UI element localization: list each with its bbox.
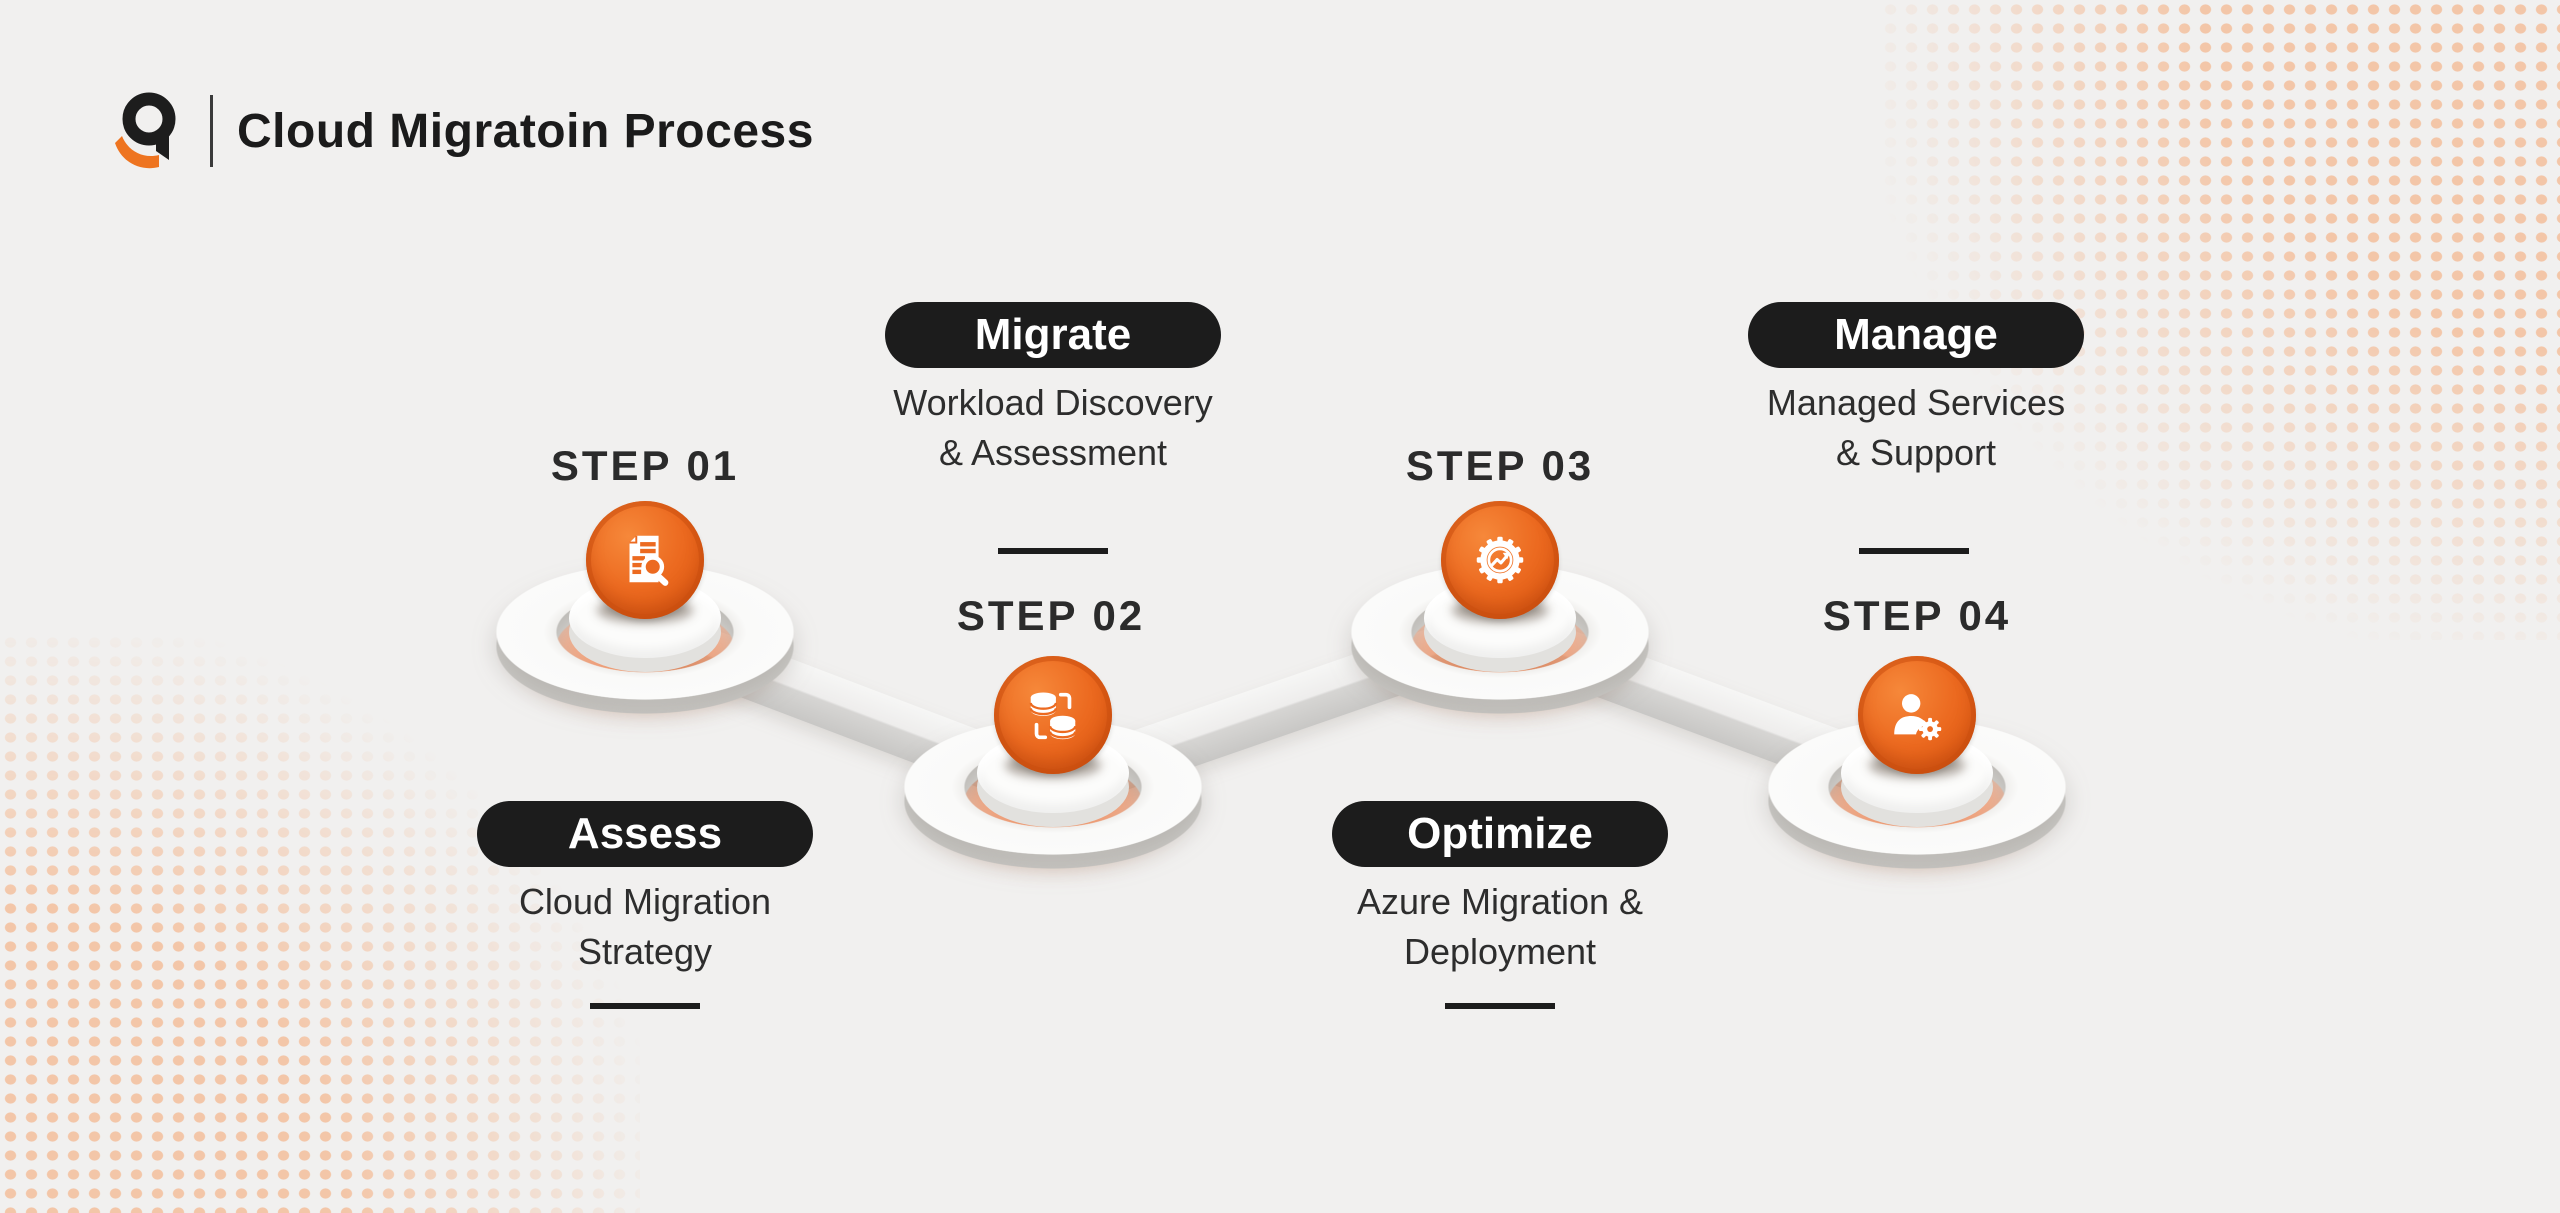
migrate-description: Workload Discovery & Assessment (893, 378, 1212, 478)
optimize-dash (1445, 1003, 1555, 1009)
step1-sphere (586, 501, 704, 619)
step4-label: STEP 04 (1822, 592, 2012, 639)
database-transfer-icon (1029, 692, 1077, 740)
step3-label: STEP 03 (1405, 442, 1595, 489)
assess-description-line2: Strategy (577, 931, 713, 972)
manage-description-line1: Managed Services (1766, 382, 2066, 423)
assess-description-line1: Cloud Migration (518, 881, 772, 922)
optimize-description-line2: Deployment (1403, 931, 1597, 972)
optimize-description: Azure Migration & Deployment (1357, 877, 1643, 977)
assess-dash (590, 1003, 700, 1009)
step1-label: STEP 01 (550, 442, 740, 489)
brand-logo-icon (115, 92, 176, 169)
step2-label: STEP 02 (956, 592, 1146, 639)
page-title: Cloud Migratoin Process (237, 104, 814, 158)
assess-description: Cloud Migration Strategy (519, 877, 771, 977)
manage-dash (1859, 548, 1969, 554)
step3-sphere (1441, 501, 1559, 619)
header: Cloud Migratoin Process (112, 88, 814, 174)
migrate-description-line1: Workload Discovery (893, 382, 1213, 423)
gear-chart-icon (1476, 536, 1524, 584)
user-gear-icon (1894, 694, 1942, 741)
optimize-pill: Optimize (1332, 801, 1668, 867)
manage-description-line2: & Support (1835, 432, 1997, 473)
step4-sphere (1858, 656, 1976, 774)
assess-pill: Assess (477, 801, 813, 867)
manage-pill: Manage (1748, 302, 2084, 368)
migrate-dash (998, 548, 1108, 554)
document-search-icon (629, 535, 669, 586)
manage-description: Managed Services & Support (1767, 378, 2065, 478)
migrate-description-line2: & Assessment (938, 432, 1168, 473)
migrate-pill: Migrate (885, 302, 1221, 368)
optimize-description-line1: Azure Migration & (1356, 881, 1644, 922)
header-divider (210, 95, 213, 167)
step2-sphere (994, 656, 1112, 774)
